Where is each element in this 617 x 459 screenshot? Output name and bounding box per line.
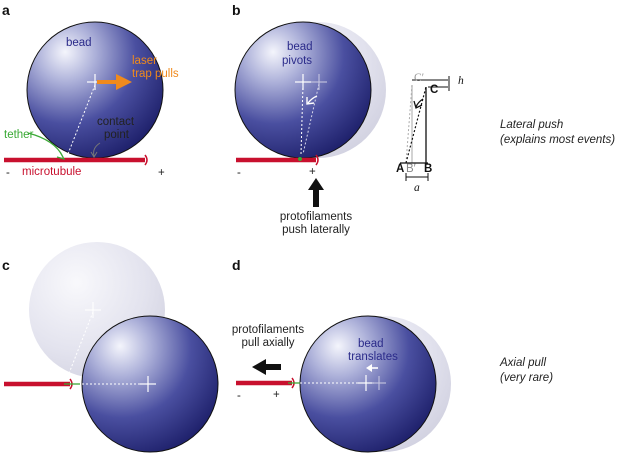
lateral-push-subtitle: (explains most events) (500, 134, 615, 146)
push-label-line1: protofilaments (280, 211, 352, 223)
plus-end-d: + (273, 389, 280, 401)
axial-pull-title: Axial pull (499, 357, 546, 369)
tether-label: tether (4, 129, 34, 141)
lateral-push-title: Lateral push (500, 119, 563, 131)
tether-dot-b (298, 157, 302, 161)
label-a-distance: a (414, 182, 420, 194)
translate-arrow-icon (366, 364, 372, 372)
bead-center-cross-d (358, 375, 374, 391)
panel-b-letter: b (232, 2, 241, 18)
pull-label-line1: protofilaments (232, 324, 304, 336)
contact-label-line1: contact (97, 116, 135, 128)
bead-d (299, 315, 437, 453)
ghost-center-cross-b (311, 74, 327, 90)
axial-pull-subtitle: (very rare) (500, 372, 553, 384)
bead-label-d-line1: bead (358, 338, 384, 350)
push-label-line2: push laterally (282, 224, 350, 236)
point-b: B (424, 163, 432, 175)
plus-end-b: + (309, 166, 316, 178)
microtubule-end-a (144, 154, 148, 166)
radius-dashed-a (67, 84, 96, 155)
panel-c: c (2, 242, 219, 453)
contact-arrow-icon (93, 142, 101, 157)
panel-d: d bead translates - + protofilaments pul… (232, 257, 451, 453)
minus-end-a: - (6, 167, 10, 179)
bead-label-a: bead (66, 37, 92, 49)
panel-d-letter: d (232, 257, 241, 273)
bead-label-d-line2: translates (348, 351, 398, 363)
geometry-inset: C′ C A B′ B h a (396, 72, 464, 194)
laser-arrow-icon (116, 74, 132, 90)
tether-arrow-icon (56, 151, 66, 160)
plus-end-a: + (158, 167, 165, 179)
panel-c-letter: c (2, 257, 10, 273)
panel-a-letter: a (2, 2, 10, 18)
microtubule-label: microtubule (22, 166, 81, 178)
label-h: h (458, 75, 464, 87)
point-a: A (396, 163, 404, 175)
panel-a: a bead laser trap pulls tether contact p… (2, 2, 179, 179)
bead-label-b-line1: bead (287, 41, 313, 53)
pivot-arrow-icon (307, 95, 318, 104)
bead-label-b-line2: pivots (282, 55, 312, 67)
point-b-prime: B′ (406, 163, 416, 175)
pull-arrow-icon (252, 359, 281, 375)
minus-end-b: - (237, 167, 241, 179)
bead-center-cross-b (295, 74, 311, 90)
laser-label-line2: trap pulls (132, 68, 179, 80)
inset-arrow-icon (415, 98, 424, 108)
laser-label-line1: laser (132, 55, 157, 67)
pull-label-line2: pull axially (241, 337, 294, 349)
point-c-prime: C′ (414, 72, 424, 84)
push-arrow-icon (308, 178, 324, 207)
minus-end-d: - (237, 390, 241, 402)
point-c: C (430, 84, 438, 96)
panel-b: b bead pivots - + protofilaments push la… (232, 2, 464, 236)
contact-label-line2: point (104, 129, 130, 141)
bead-center-cross-c (140, 376, 156, 392)
